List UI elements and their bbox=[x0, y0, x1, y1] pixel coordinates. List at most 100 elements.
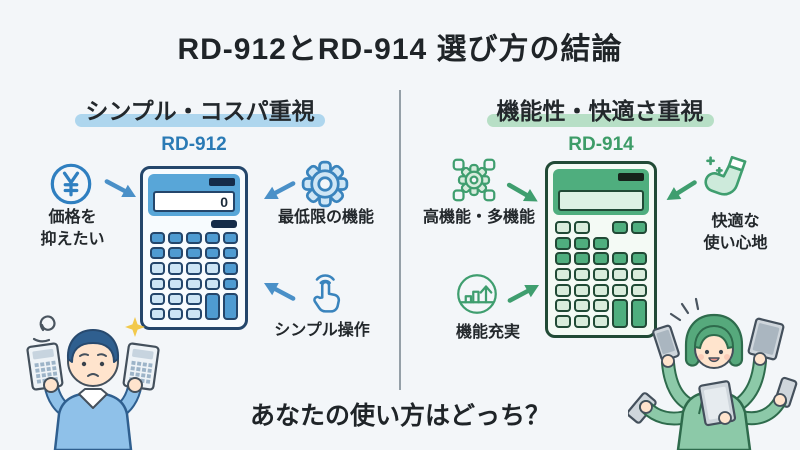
calculator-key bbox=[592, 267, 610, 282]
calculator-key bbox=[204, 292, 220, 320]
calculator-key bbox=[592, 236, 610, 250]
calculator-key bbox=[186, 307, 202, 320]
calculator-key bbox=[168, 232, 184, 245]
calculator-key bbox=[222, 292, 238, 320]
calculator-key bbox=[168, 307, 184, 320]
calculator-display bbox=[558, 190, 644, 211]
calculator-key bbox=[611, 267, 629, 282]
calculator-key bbox=[204, 232, 220, 245]
calculator-key bbox=[611, 252, 629, 266]
arrow-multifunction-to-calculator bbox=[502, 178, 544, 208]
calculator-key bbox=[611, 221, 629, 235]
gear-icon bbox=[300, 159, 350, 209]
left-heading-text: シンプル・コスパ重視 bbox=[75, 92, 325, 127]
tablet-icon bbox=[747, 317, 785, 361]
calculator-key bbox=[555, 267, 572, 282]
calculator-key bbox=[150, 262, 166, 275]
right-panel-heading: 機能性・快適さ重視 bbox=[400, 92, 800, 127]
solar-panel bbox=[618, 173, 644, 181]
feature-label-feature-rich: 機能充実 bbox=[455, 324, 520, 341]
feature-label-simple-operation: シンプル操作 bbox=[274, 322, 370, 339]
calculator-key bbox=[630, 221, 647, 235]
calculator-top-panel: 0 bbox=[148, 174, 240, 216]
right-heading-text: 機能性・快適さ重視 bbox=[486, 92, 714, 127]
calculator-key bbox=[630, 283, 647, 297]
function-button bbox=[211, 220, 237, 228]
calculator-key bbox=[573, 283, 591, 297]
left-model-label: RD-912 bbox=[161, 134, 227, 155]
calculator-key bbox=[186, 292, 202, 305]
calculator-key bbox=[150, 247, 166, 260]
calculator-key bbox=[186, 277, 202, 290]
keypad bbox=[150, 232, 238, 320]
multi-function-gear-icon bbox=[450, 156, 498, 204]
calculator-key bbox=[592, 299, 610, 313]
calculator-key bbox=[186, 232, 202, 245]
calculator-key bbox=[168, 292, 184, 305]
calculator-key bbox=[555, 314, 572, 328]
confusion-squiggle-icon bbox=[32, 315, 56, 343]
calculator-key bbox=[204, 262, 220, 275]
feature-label-multifunction: 高機能・多機能 bbox=[422, 209, 535, 226]
calculator-key bbox=[592, 314, 610, 328]
footer-question: あなたの使い方はどっち？ bbox=[249, 402, 550, 430]
calculator-key bbox=[555, 283, 572, 297]
calculator-key bbox=[630, 252, 647, 266]
calculator-key bbox=[555, 252, 572, 266]
calculator-key bbox=[204, 247, 220, 260]
arrow-simple-to-calculator bbox=[258, 276, 300, 306]
sparkle-icon bbox=[125, 317, 145, 337]
calculator-key bbox=[611, 283, 629, 297]
calculator-key bbox=[168, 262, 184, 275]
calculator-key bbox=[573, 314, 591, 328]
calculator-key bbox=[630, 267, 647, 282]
arrow-comfort-to-calculator bbox=[660, 176, 702, 206]
emphasis-lines-icon bbox=[669, 297, 700, 322]
calculator-key bbox=[573, 221, 591, 235]
calculator-key bbox=[186, 247, 202, 260]
calculator-key bbox=[168, 277, 184, 290]
solar-panel bbox=[209, 178, 235, 186]
calculator-key bbox=[555, 299, 572, 313]
yen-coin-icon bbox=[48, 161, 94, 207]
calculator-key bbox=[630, 299, 647, 328]
calculator-key bbox=[150, 232, 166, 245]
calculator-key bbox=[150, 277, 166, 290]
center-divider bbox=[399, 90, 401, 390]
feature-label-minimal: 最低限の機能 bbox=[277, 209, 374, 226]
calculator-key bbox=[150, 292, 166, 305]
page-title: RD-912とRD-914 選び方の結論 bbox=[177, 33, 623, 66]
multitasking-woman-illustration bbox=[626, 297, 800, 450]
calculator-rd914 bbox=[545, 161, 657, 338]
arrow-price-to-calculator bbox=[100, 174, 142, 204]
calculator-key bbox=[222, 262, 238, 275]
calculator-key bbox=[555, 236, 572, 250]
touch-tap-icon bbox=[302, 264, 350, 316]
smartphone-icon bbox=[652, 324, 680, 362]
calculator-key bbox=[573, 236, 591, 250]
arrow-featurerich-to-calculator bbox=[503, 278, 545, 308]
calculator-key bbox=[573, 299, 591, 313]
calculator-key bbox=[592, 283, 610, 297]
calculator-key bbox=[573, 252, 591, 266]
calculator-rd912: 0 bbox=[140, 166, 248, 330]
left-panel-heading: シンプル・コスパ重視 bbox=[0, 92, 400, 127]
right-model-label: RD-914 bbox=[568, 134, 634, 155]
calculator-key bbox=[555, 221, 572, 235]
feature-label-price: 価格を 抑えたい bbox=[40, 209, 105, 248]
calculator-key bbox=[222, 232, 238, 245]
calculator-key bbox=[222, 277, 238, 290]
calculator-key bbox=[592, 252, 610, 266]
calculator-key bbox=[573, 267, 591, 282]
calculator-top-panel bbox=[553, 169, 649, 215]
calculator-key bbox=[611, 299, 629, 328]
keypad bbox=[555, 221, 647, 328]
calculator-key bbox=[204, 277, 220, 290]
calculator-display: 0 bbox=[153, 191, 235, 212]
calculator-key bbox=[150, 307, 166, 320]
function-button-row bbox=[151, 220, 237, 228]
comfort-sock-icon bbox=[696, 152, 754, 208]
feature-label-comfort: 快適な 使い心地 bbox=[703, 213, 768, 252]
calculator-key bbox=[222, 247, 238, 260]
